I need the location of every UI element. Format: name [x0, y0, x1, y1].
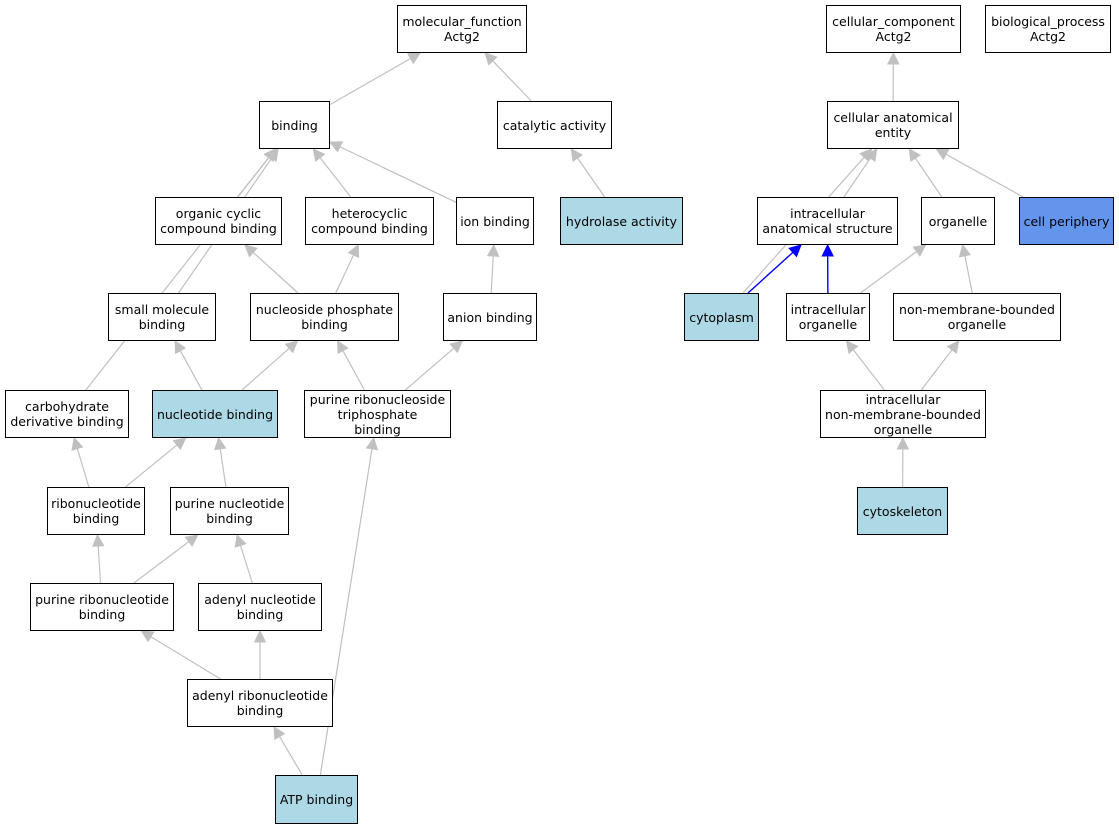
node-ribonucleotide-binding: ribonucleotide binding [47, 487, 145, 535]
node-binding: binding [259, 101, 330, 149]
arrowhead-intorg-to-ias [821, 243, 834, 257]
arrowhead-cytoplasm-to-cae [859, 148, 873, 162]
arrowhead-hetero-to-binding [312, 148, 326, 162]
edge-nmbo-to-organelle [964, 255, 973, 294]
node-hydrolase-activity: hydrolase activity [560, 197, 683, 245]
edge-periphery-to-cae [945, 153, 1024, 198]
arrowhead-purribo-to-ribonuc [91, 533, 105, 547]
arrowhead-intorg-to-organelle [912, 244, 927, 257]
arrowhead-cae-to-cc [887, 51, 900, 65]
edge-prtp-to-anion [404, 347, 455, 391]
arrowhead-catalytic-to-mf [484, 52, 498, 66]
node-molecular-function: molecular_function Actg2 [397, 5, 527, 53]
node-non-membrane-bounded-organelle: non-membrane-bounded organelle [893, 293, 1061, 341]
edge-hetero-to-binding [319, 157, 352, 198]
edge-cytoplasm-to-ias [747, 251, 794, 294]
arrowhead-nucphos-to-organic [244, 244, 258, 258]
node-organelle: organelle [921, 197, 995, 245]
arrowhead-carb-to-binding [263, 148, 277, 162]
arrowhead-nucleotide-to-nucphos [284, 340, 299, 354]
arrowhead-atp-to-adenylribo [273, 726, 286, 741]
node-adenyl-ribonucleotide-binding: adenyl ribonucleotide binding [187, 679, 333, 727]
arrowhead-cytoplasm-to-ias [788, 244, 802, 258]
edge-nucleotide-to-smallmol [179, 350, 203, 391]
edge-intorg-to-organelle [860, 251, 918, 294]
node-nucleoside-phosphate-binding: nucleoside phosphate binding [250, 293, 399, 341]
edge-purnuc-to-nucleotide [219, 448, 227, 488]
arrowhead-nmbo-to-organelle [958, 243, 972, 258]
node-purine-nucleotide-binding: purine nucleotide binding [170, 487, 289, 535]
arrowhead-adenylribo-to-adenyl [253, 629, 267, 643]
arrowhead-hydrolase-to-catalytic [570, 148, 584, 163]
node-nucleotide-binding: nucleotide binding [152, 390, 278, 438]
arrowhead-ribonuc-to-carb [71, 436, 84, 451]
edge-anion-to-ion [490, 255, 494, 294]
edge-ias-to-cae [843, 157, 871, 198]
edge-prtp-to-nucphos [342, 350, 365, 391]
arrowhead-organelle-to-cae [908, 148, 921, 163]
edge-nucphos-to-organic [252, 251, 299, 294]
node-heterocyclic-compound-binding: heterocyclic compound binding [305, 197, 434, 245]
edge-adenylribo-to-purribo [150, 636, 221, 680]
edge-adenyl-to-purnuc [239, 545, 253, 584]
node-adenyl-nucleotide-binding: adenyl nucleotide binding [198, 583, 322, 631]
node-cell-periphery: cell periphery [1019, 197, 1114, 245]
edge-catalytic-to-mf [492, 60, 532, 102]
edge-inmbo-to-intorg [852, 349, 885, 391]
node-cytoskeleton: cytoskeleton [857, 487, 948, 535]
arrowhead-inmbo-to-nmbo [946, 340, 960, 354]
edge-ion-to-binding [339, 146, 457, 203]
edge-hydrolase-to-catalytic [577, 157, 606, 198]
node-organic-cyclic-compound-binding: organic cyclic compound binding [155, 197, 282, 245]
node-intracellular-non-membrane-bounded-organelle: intracellular non-membrane-bounded organ… [820, 390, 986, 438]
edge-atp-to-adenylribo [279, 736, 303, 776]
arrowhead-cytoskeleton-to-inmbo [896, 436, 910, 450]
arrowhead-binding-to-mf [407, 52, 422, 65]
arrowhead-ion-to-binding [328, 141, 344, 153]
arrowhead-purribo-to-purnuc [184, 534, 199, 547]
edge-purribo-to-ribonuc [97, 545, 102, 584]
node-anion-binding: anion binding [443, 293, 537, 341]
edge-purribo-to-purnuc [133, 541, 190, 584]
node-biological-process: biological_process Actg2 [985, 5, 1111, 53]
node-atp-binding: ATP binding [275, 775, 358, 824]
node-cellular-component: cellular_component Actg2 [826, 5, 961, 53]
edge-binding-to-mf [329, 57, 411, 106]
node-ion-binding: ion binding [456, 197, 534, 245]
node-purine-ribonucleoside-triphosphate-binding: purine ribonucleoside triphosphate bindi… [304, 390, 451, 438]
arrowhead-inmbo-to-intorg [845, 340, 859, 354]
edge-ribonuc-to-carb [76, 448, 90, 488]
arrowhead-prtp-to-anion [449, 340, 464, 354]
arrowhead-ribonuc-to-nucleotide [172, 437, 187, 451]
arrowhead-periphery-to-cae [935, 148, 950, 161]
node-intracellular-organelle: intracellular organelle [786, 293, 870, 341]
node-purine-ribonucleotide-binding: purine ribonucleotide binding [30, 583, 174, 631]
edge-nucleotide-to-nucphos [241, 347, 290, 391]
arrowhead-anion-to-ion [486, 243, 500, 257]
edge-nucphos-to-hetero [335, 254, 355, 294]
edge-organelle-to-cae [914, 157, 943, 198]
node-catalytic-activity: catalytic activity [497, 101, 612, 149]
arrowhead-nucphos-to-hetero [347, 243, 360, 259]
arrowhead-adenyl-to-purnuc [234, 533, 247, 548]
arrowhead-atp-to-prtp [365, 436, 379, 451]
arrowhead-adenylribo-to-purribo [140, 630, 155, 643]
edge-inmbo-to-nmbo [920, 349, 953, 391]
node-cytoplasm: cytoplasm [684, 293, 759, 341]
node-cellular-anatomical-entity: cellular anatomical entity [827, 101, 959, 149]
arrowhead-purnuc-to-nucleotide [214, 436, 227, 451]
arrowhead-nucleotide-to-smallmol [174, 340, 187, 355]
edge-carb-to-binding [85, 157, 270, 391]
node-small-molecule-binding: small molecule binding [108, 293, 216, 341]
edge-ribonuc-to-nucleotide [125, 444, 178, 488]
arrowhead-prtp-to-nucphos [337, 340, 349, 355]
node-carbohydrate-derivative-binding: carbohydrate derivative binding [5, 390, 129, 438]
node-intracellular-anatomical-structure: intracellular anatomical structure [757, 197, 898, 245]
